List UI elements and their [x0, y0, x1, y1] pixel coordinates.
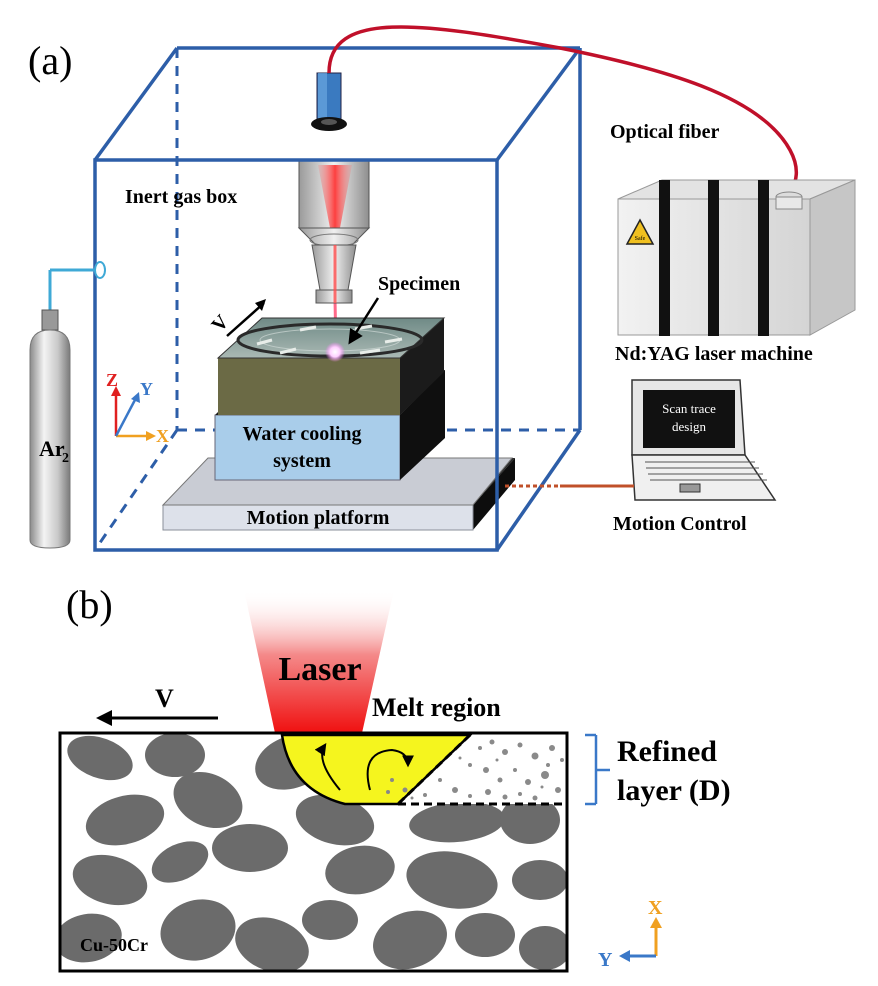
- refined-particles: [410, 739, 564, 801]
- fiber-collimator: [311, 72, 347, 131]
- laptop-screen-text-1: Scan trace: [662, 401, 716, 416]
- optical-fiber-label: Optical fiber: [610, 121, 720, 143]
- panel-a-label: (a): [28, 38, 72, 83]
- ar-gas-label: Ar: [39, 436, 65, 461]
- melt-pool: [280, 733, 474, 806]
- axis-y-label-a: Y: [140, 379, 153, 399]
- optical-fiber-cable: [327, 25, 799, 197]
- axis-y-label-b: Y: [598, 949, 613, 971]
- laser-label: Laser: [278, 651, 361, 688]
- specimen-pointer-arrow: [348, 297, 380, 345]
- axis-x-label-b: X: [648, 897, 663, 919]
- inert-gas-box: [93, 46, 582, 552]
- velocity-arrowhead-a: [255, 299, 266, 311]
- refined-layer-label-1: Refined: [617, 735, 717, 768]
- axis-x-label-a: X: [156, 426, 169, 446]
- nd-yag-laser-machine: Safe: [617, 179, 856, 336]
- nd-yag-label: Nd:YAG laser machine: [615, 343, 813, 365]
- flow-arrow-right: [366, 748, 414, 791]
- motion-platform-label: Motion platform: [247, 507, 390, 529]
- specimen-label: Specimen: [378, 273, 460, 295]
- inert-gas-box-label: Inert gas box: [125, 186, 237, 208]
- specimen-block: [216, 317, 446, 415]
- material-label: Cu-50Cr: [80, 935, 148, 955]
- cu-cr-block: [60, 733, 567, 971]
- ar-gas-subscript: 2: [62, 451, 69, 466]
- laptop-screen-text-2: design: [672, 419, 706, 434]
- refined-boundary: [396, 733, 472, 806]
- water-cooling-label-1: Water cooling: [242, 423, 361, 445]
- material-block-border: [58, 731, 569, 973]
- axis-z-label-a: Z: [106, 370, 118, 390]
- velocity-arrowhead-b: [96, 710, 112, 726]
- refined-layer-bracket: [585, 733, 610, 806]
- motion-control-label: Motion Control: [613, 513, 747, 535]
- laser-warning-badge: Safe: [635, 235, 646, 242]
- laser-cone: [244, 590, 394, 733]
- velocity-arrow-a: [226, 302, 265, 337]
- laptop-icon: Scan trace design: [631, 379, 777, 501]
- panel-b-label: (b): [66, 582, 113, 627]
- ar-gas-cylinder: Ar 2: [29, 261, 106, 549]
- flow-arrow-left: [314, 743, 341, 791]
- melt-region-label: Melt region: [372, 693, 501, 722]
- laser-warning-icon: [625, 218, 655, 245]
- velocity-label-b: V: [155, 684, 174, 713]
- axes-xy-b: X Y: [598, 897, 663, 971]
- laser-head: [297, 159, 371, 304]
- cr-grains: [60, 733, 567, 971]
- refined-layer-label-2: layer (D): [617, 774, 731, 807]
- axes-xyz-a: Z Y X: [106, 370, 169, 446]
- refined-region: [398, 735, 567, 804]
- water-cooling-label-2: system: [273, 450, 331, 472]
